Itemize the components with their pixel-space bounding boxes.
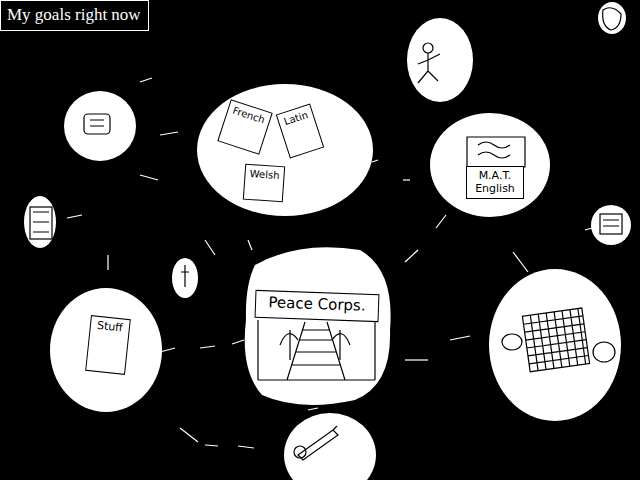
sign-box: Peace Corps. <box>255 290 380 322</box>
node-text: Peace Corps. <box>259 294 376 315</box>
node-text: M.A.T. English <box>470 170 520 195</box>
goal-blobs <box>24 2 631 480</box>
doodles <box>30 8 622 460</box>
book-box: Welsh <box>243 164 285 203</box>
connector-dashes <box>67 78 592 448</box>
node-text: Welsh <box>248 168 281 182</box>
book-box: Stuff <box>85 315 131 375</box>
diagram-title: My goals right now <box>0 0 149 31</box>
node-text: Stuff <box>93 319 126 335</box>
sign-box: M.A.T. English <box>466 166 524 199</box>
node-text: Latin <box>281 109 311 129</box>
